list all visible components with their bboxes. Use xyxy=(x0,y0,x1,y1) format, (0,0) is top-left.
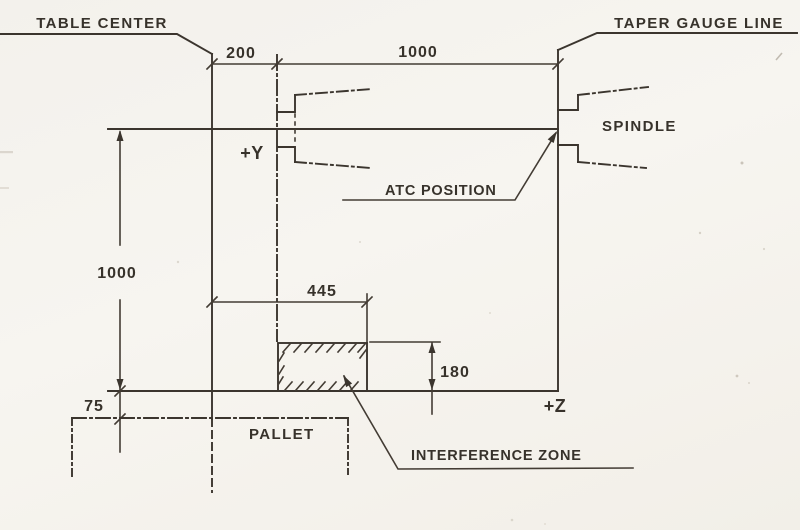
interference-zone-leader xyxy=(342,374,634,470)
taper-gauge-leader-line xyxy=(556,32,798,52)
label-taper-gauge-line: TAPER GAUGE LINE xyxy=(614,15,784,32)
noise-dot xyxy=(698,231,702,235)
left-dimension-arrow-down xyxy=(116,379,124,390)
tool-holder-taper-bottom xyxy=(293,160,373,170)
reference-lines xyxy=(0,32,798,493)
spindle-step xyxy=(557,94,579,163)
noise-dot xyxy=(176,260,180,264)
top-dimension-ticks xyxy=(205,57,565,71)
tool-holder-taper-top xyxy=(293,87,374,97)
label-pallet: PALLET xyxy=(249,426,315,443)
interference-leader-arrow xyxy=(343,375,353,388)
dim-200: 200 xyxy=(226,45,256,62)
interference-zone-hatch-top xyxy=(281,342,367,354)
tool-holder-step xyxy=(276,94,296,163)
table-center-leader-line xyxy=(0,33,214,56)
noise-dot xyxy=(489,312,491,314)
label-axis-y: +Y xyxy=(240,143,264,163)
interference-zone-rect xyxy=(277,342,368,392)
noise-dot xyxy=(762,247,766,251)
dim-75: 75 xyxy=(84,398,104,415)
label-atc-position: ATC POSITION xyxy=(385,183,497,199)
interference-leader-line xyxy=(342,374,634,470)
interference-zone-shape xyxy=(276,342,368,392)
noise-dot xyxy=(359,241,361,243)
pallet-outline xyxy=(71,417,349,477)
dim-180: 180 xyxy=(440,364,470,381)
interference-zone-hatch-left xyxy=(276,351,286,387)
interference-zone-hatch-right xyxy=(358,348,368,360)
noise-mark xyxy=(0,151,13,154)
interference-zone-hatch-bottom xyxy=(283,380,360,392)
scan-noise-speckles xyxy=(0,52,783,525)
label-axis-z: +Z xyxy=(544,396,567,416)
noise-mark xyxy=(775,52,783,61)
labels: TABLE CENTER TAPER GAUGE LINE 200 1000 +… xyxy=(36,15,784,464)
noise-mark xyxy=(0,187,9,189)
left-dimension-arrow-up xyxy=(116,130,124,141)
label-interference-zone: INTERFERENCE ZONE xyxy=(411,448,582,464)
noise-dot xyxy=(748,382,750,384)
zone-height-arrow-up xyxy=(428,342,436,353)
label-table-center: TABLE CENTER xyxy=(36,15,168,32)
dim-445: 445 xyxy=(307,283,337,300)
atc-leader-arrow xyxy=(547,131,557,143)
dim-1000-left: 1000 xyxy=(97,265,137,282)
noise-dot xyxy=(510,518,514,522)
tool-holder-shape xyxy=(276,87,374,170)
noise-dot xyxy=(735,374,739,378)
label-spindle: SPINDLE xyxy=(602,118,677,135)
dimension-lines xyxy=(113,57,565,453)
noise-dot xyxy=(544,523,546,525)
dim-1000-top: 1000 xyxy=(398,44,438,61)
atc-position-leader xyxy=(342,131,558,201)
spindle-taper-bottom xyxy=(576,160,648,170)
atc-leader-line xyxy=(342,131,558,201)
spindle-taper-top xyxy=(576,85,650,97)
spindle-shape xyxy=(557,85,650,170)
zone-height-arrow-down xyxy=(428,379,436,390)
noise-dot xyxy=(740,161,744,165)
pallet-offset-tick xyxy=(113,384,127,426)
